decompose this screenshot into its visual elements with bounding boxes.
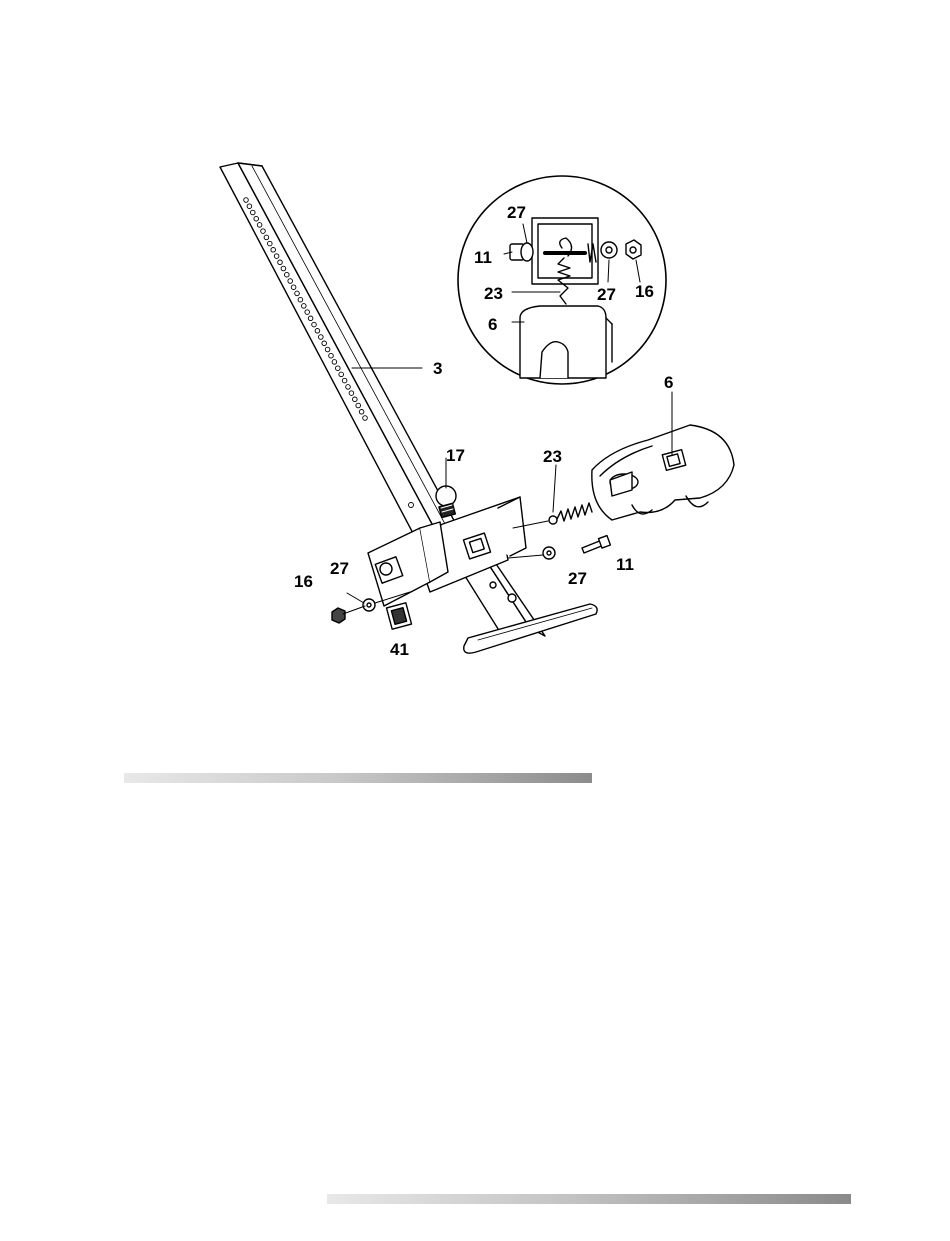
adjustment-hole (302, 304, 307, 309)
adjustment-hole (278, 260, 283, 265)
callout-part-6: 6 (664, 373, 673, 392)
adjustment-hole (254, 216, 259, 221)
adjustment-hole (349, 391, 354, 396)
adjustment-hole (363, 416, 368, 421)
adjustment-hole (261, 229, 266, 234)
adjustment-hole (336, 366, 341, 371)
callout-detail-27-top: 27 (507, 203, 526, 222)
footer-bar (327, 1194, 851, 1204)
tube-hole (409, 503, 414, 508)
adjustment-hole (342, 378, 347, 383)
nut (332, 608, 345, 623)
callout-detail-11: 11 (474, 248, 492, 267)
adjustment-hole (332, 360, 337, 365)
adjustment-hole (291, 285, 296, 290)
adjustment-hole (308, 316, 313, 321)
adjustment-hole (295, 291, 300, 296)
adjustment-hole (281, 266, 286, 271)
adjustment-hole (298, 297, 303, 302)
foam-roller-assembly (592, 425, 734, 520)
section-divider-bar (124, 773, 592, 783)
bolt (582, 536, 610, 553)
adjustment-hole (285, 272, 290, 277)
callout-detail-6: 6 (488, 315, 497, 334)
foot-bar (464, 604, 597, 653)
callout-part-23: 23 (543, 447, 562, 466)
adjustment-hole (264, 235, 269, 240)
callout-detail-27-right: 27 (597, 285, 616, 304)
washer-right-hole (547, 551, 551, 555)
callout-part-41: 41 (390, 640, 409, 659)
adjustment-hole (244, 198, 249, 203)
adjustment-hole (312, 322, 317, 327)
adjustment-hole (305, 310, 310, 315)
callout-part-3: 3 (433, 359, 442, 378)
left-ankle-pad (368, 522, 448, 606)
adjustment-hole (319, 335, 324, 340)
adjustment-hole (356, 403, 361, 408)
callout-part-17: 17 (446, 446, 465, 465)
adjustment-hole (268, 241, 273, 246)
adjustment-hole (325, 347, 330, 352)
adjustment-hole (315, 329, 320, 334)
adjustment-hole (247, 204, 252, 209)
adjustment-hole (339, 372, 344, 377)
adjustment-hole (329, 353, 334, 358)
callout-part-27-right: 27 (568, 569, 587, 588)
adjustment-hole (271, 248, 276, 253)
adjustment-hole (359, 410, 364, 415)
adjustment-hole (257, 223, 262, 228)
end-cap (386, 603, 411, 629)
callout-part-11: 11 (616, 555, 634, 574)
adjustment-hole (251, 210, 256, 215)
adjustment-hole (288, 279, 293, 284)
callout-detail-23: 23 (484, 284, 503, 303)
assembly-diagram: 27 11 23 27 16 6 3 6 17 23 27 16 41 27 1… (0, 0, 950, 760)
adjustment-hole (346, 385, 351, 390)
callout-part-27-left: 27 (330, 559, 349, 578)
adjustment-hole (322, 341, 327, 346)
detail-view (458, 176, 666, 384)
washer-left-hole (367, 603, 371, 607)
adjustment-hole (274, 254, 279, 259)
spring (549, 503, 592, 524)
adjustment-hole (353, 397, 358, 402)
callout-detail-16: 16 (635, 282, 654, 301)
callout-part-16: 16 (294, 572, 313, 591)
